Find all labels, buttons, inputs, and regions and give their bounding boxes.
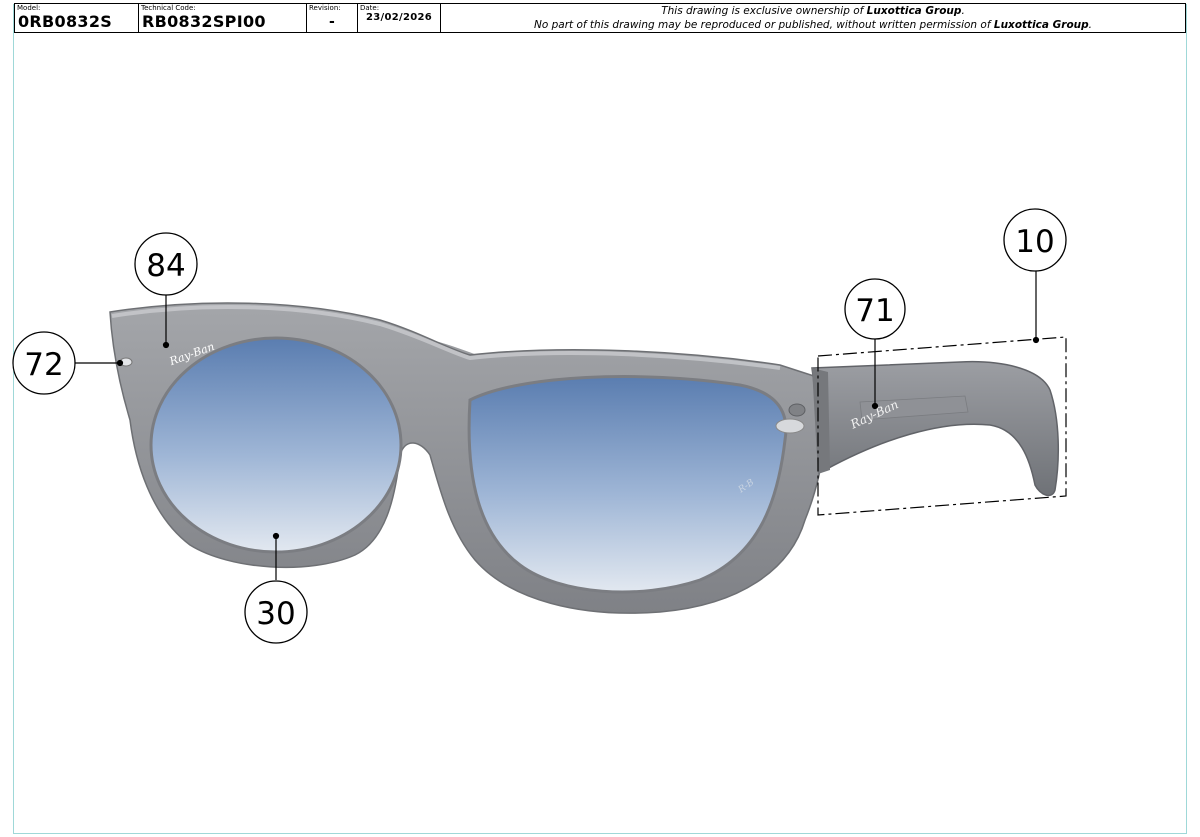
model-caption: Model: [17, 4, 41, 12]
title-block: Model: 0RB0832S Technical Code: RB0832SP… [14, 3, 1186, 33]
technical-code-caption: Technical Code: [141, 4, 196, 12]
callout-84[interactable]: 84 [134, 232, 198, 296]
front-temple [811, 360, 1059, 497]
technical-code-value: RB0832SPI00 [142, 12, 266, 31]
callout-10[interactable]: 10 [1003, 208, 1067, 272]
svg-text:72: 72 [24, 347, 63, 383]
svg-text:10: 10 [1015, 224, 1054, 260]
left-lens [149, 336, 403, 554]
svg-text:30: 30 [256, 596, 295, 632]
callout-71[interactable]: 71 [844, 278, 906, 340]
notice-line-2: No part of this drawing may be reproduce… [533, 19, 1092, 31]
temple-outline [817, 336, 1067, 516]
hinge-rivet [775, 418, 805, 434]
callout-30[interactable]: 30 [244, 580, 308, 644]
notice-line-1: This drawing is exclusive ownership of L… [661, 5, 965, 17]
model-cell: Model: 0RB0832S [15, 4, 139, 32]
revision-cell: Revision: - [307, 4, 358, 32]
model-value: 0RB0832S [18, 12, 113, 31]
date-value: 23/02/2026 [366, 12, 432, 23]
svg-text:84: 84 [146, 248, 185, 284]
date-cell: Date: 23/02/2026 [358, 4, 441, 32]
technical-code-cell: Technical Code: RB0832SPI00 [139, 4, 307, 32]
hinge-pin [788, 403, 806, 417]
leader-lines [75, 270, 1040, 580]
revision-caption: Revision: [309, 4, 341, 12]
callout-72[interactable]: 72 [12, 331, 76, 395]
right-lens [467, 375, 788, 594]
ownership-notice: This drawing is exclusive ownership of L… [441, 4, 1185, 32]
date-caption: Date: [360, 4, 380, 12]
revision-value: - [328, 14, 336, 30]
svg-text:71: 71 [855, 293, 894, 329]
